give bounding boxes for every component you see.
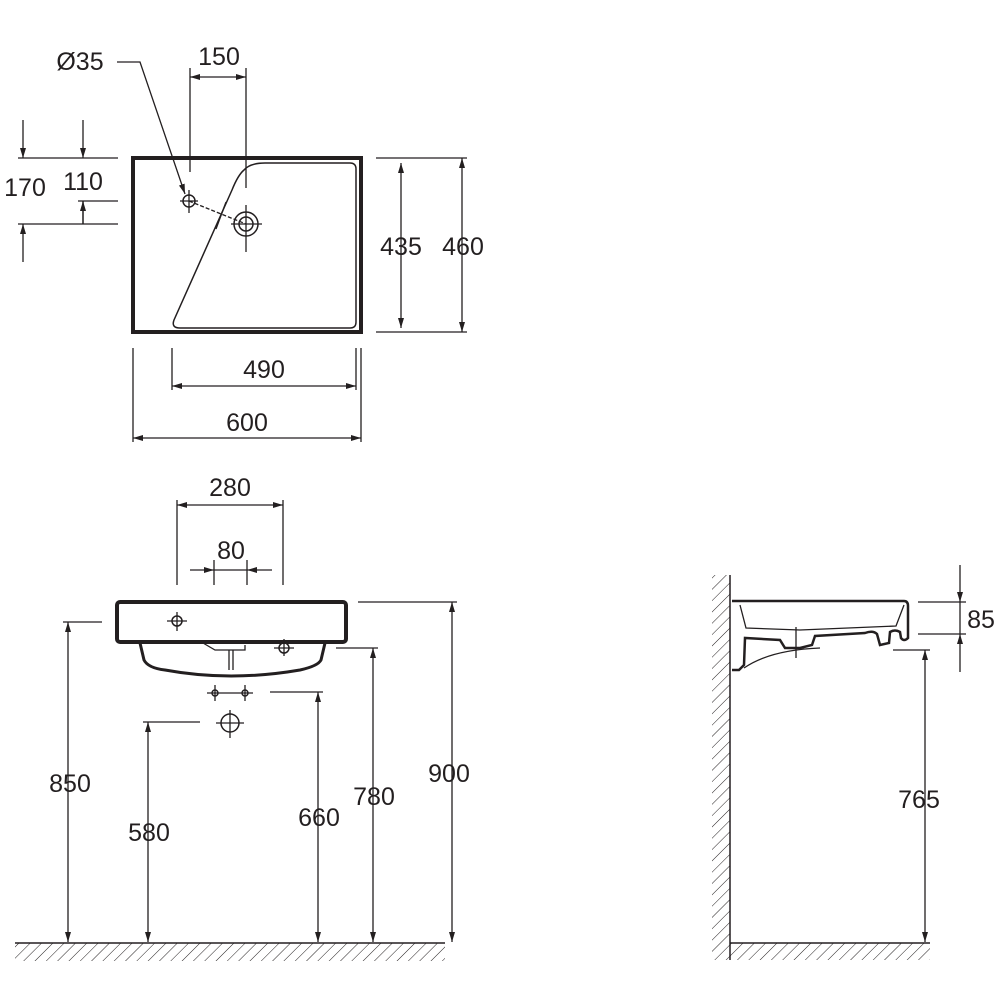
top-view: Ø35 150 170 110 435 460 490 600 [4, 43, 484, 442]
dim-435: 435 [380, 233, 422, 261]
floor-hatch [15, 943, 445, 961]
dim-d35: Ø35 [56, 48, 103, 76]
dim-80: 80 [217, 537, 245, 565]
floor-hatch [730, 943, 930, 960]
dim-765: 765 [898, 786, 940, 814]
dim-490: 490 [243, 356, 285, 384]
dim-580: 580 [128, 819, 170, 847]
dim-660: 660 [298, 804, 340, 832]
basin-outline [131, 156, 363, 334]
dim-460: 460 [442, 233, 484, 261]
bowl-outline [172, 162, 357, 329]
basin-section [732, 599, 910, 672]
overflow-hole-icon [231, 205, 262, 252]
dim-900: 900 [428, 760, 470, 788]
dim-170: 170 [4, 174, 46, 202]
dim-780: 780 [353, 783, 395, 811]
basin-front [115, 600, 348, 644]
dim-150: 150 [198, 43, 240, 71]
front-view: 280 80 850 580 660 780 900 [15, 474, 470, 961]
tap-hole-icon [167, 612, 187, 631]
side-view: 85 765 [712, 565, 995, 960]
fixing-holes-icon [207, 685, 253, 701]
overflow-icon [274, 639, 294, 656]
dim-110: 110 [63, 168, 103, 196]
dim-280: 280 [209, 474, 251, 502]
dim-600: 600 [226, 409, 268, 437]
waste-outlet-icon [216, 710, 244, 738]
dim-850: 850 [49, 770, 91, 798]
dim-85: 85 [967, 606, 995, 634]
wall-hatch [712, 575, 730, 960]
